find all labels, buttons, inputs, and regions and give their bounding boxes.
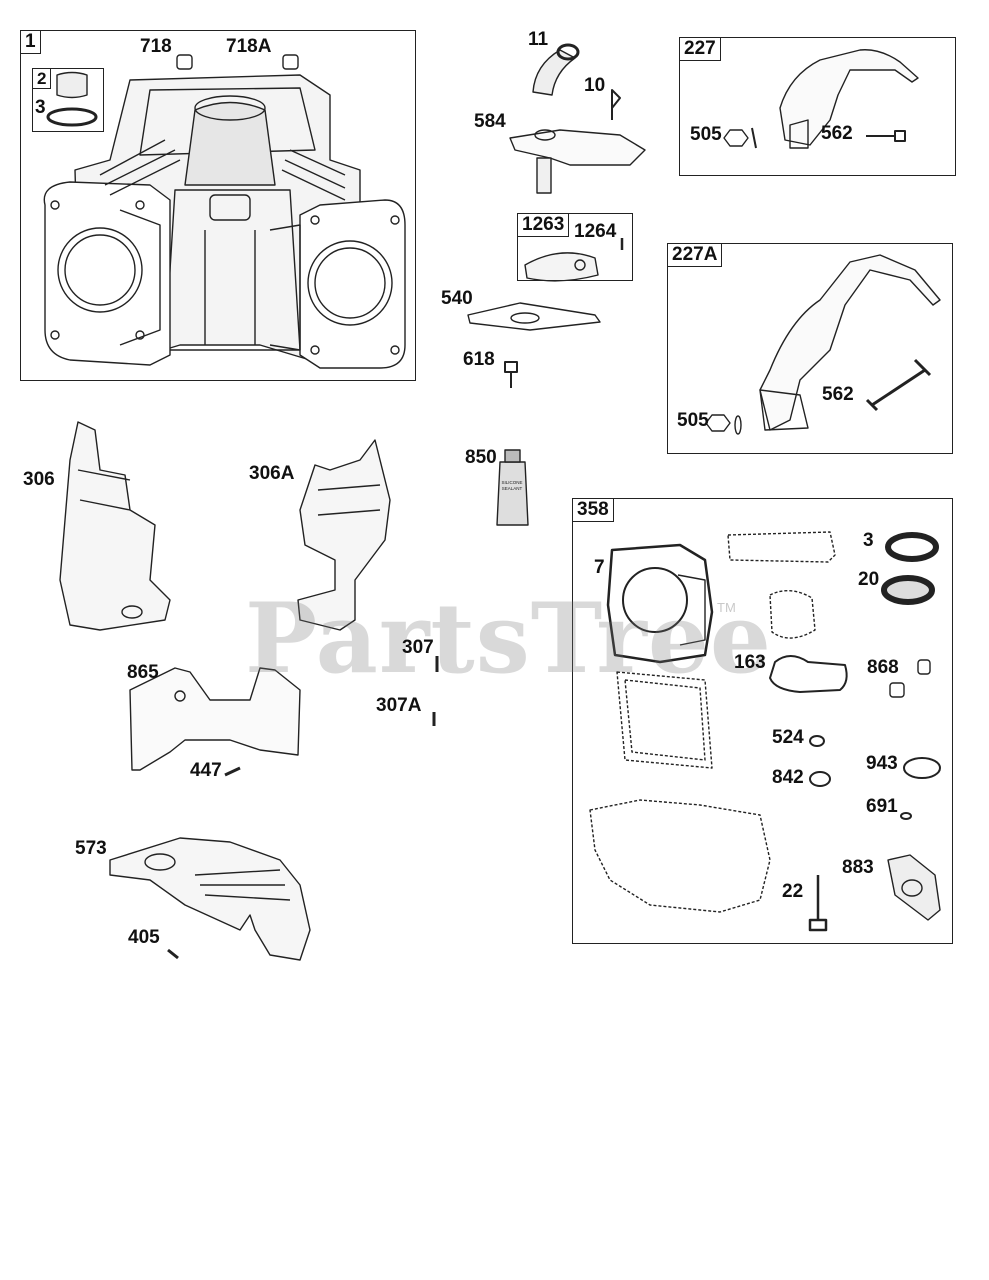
part-618-screw [504, 361, 518, 388]
callout-718a: 718A [226, 36, 272, 57]
callout-306: 306 [23, 469, 55, 490]
callout-306a: 306A [249, 463, 295, 484]
group-frame-227 [679, 37, 956, 176]
part-850-tube [496, 461, 529, 526]
part-227-bracket [779, 49, 919, 146]
callout-718: 718 [140, 36, 172, 57]
callout-20: 20 [858, 569, 880, 590]
callout-505-group227: 505 [690, 124, 722, 145]
callout-7: 7 [594, 557, 605, 578]
callout-850: 850 [465, 447, 497, 468]
callout-842: 842 [772, 767, 804, 788]
group-frame-1 [20, 30, 416, 381]
callout-3-group358: 3 [863, 530, 874, 551]
callout-691: 691 [866, 796, 898, 817]
group-tag-358: 358 [572, 498, 614, 522]
tube-label-line2: SEALANT [502, 486, 523, 491]
group-tag-2: 2 [32, 68, 52, 89]
callout-1264: 1264 [574, 221, 617, 242]
callout-584: 584 [474, 111, 506, 132]
part-405-screw [167, 948, 179, 960]
crankcase-part [43, 74, 406, 369]
callout-540: 540 [441, 288, 473, 309]
watermark: PartsTree [245, 582, 772, 695]
part-584-plate [509, 129, 646, 166]
callout-562-group227: 562 [821, 123, 853, 144]
callout-22: 22 [782, 881, 804, 902]
callout-10: 10 [584, 75, 606, 96]
callout-307a: 307A [376, 695, 422, 716]
part-865-baffle [129, 667, 301, 771]
callout-3-group2: 3 [35, 97, 46, 118]
part-573-cover [109, 837, 311, 961]
part-2-bushing [56, 71, 88, 99]
callout-868: 868 [867, 657, 899, 678]
part-227a-bracket [759, 254, 941, 431]
part-505-nut-b [705, 414, 731, 432]
part-306a-shroud [297, 439, 391, 631]
callout-163: 163 [734, 652, 766, 673]
callout-505-group227a: 505 [677, 410, 709, 431]
group-frame-227a [667, 243, 953, 454]
part-540-gasket [467, 302, 601, 331]
callout-573: 573 [75, 838, 107, 859]
group-frame-1263 [517, 213, 633, 281]
part-505-nut-a [723, 129, 749, 147]
watermark-tm: TM [717, 600, 736, 615]
part-10-screw [611, 89, 621, 120]
part-562-bolt-a [866, 130, 906, 142]
group-tag-227: 227 [679, 37, 721, 61]
part-447-screw [224, 766, 241, 777]
group-tag-227a: 227A [667, 243, 723, 267]
part-306-shroud [59, 421, 171, 631]
callout-524: 524 [772, 727, 804, 748]
callout-883: 883 [842, 857, 874, 878]
callout-865: 865 [127, 662, 159, 683]
callout-307: 307 [402, 637, 434, 658]
part-11-elbow [532, 49, 576, 96]
callout-447: 447 [190, 760, 222, 781]
group-frame-2 [32, 68, 104, 132]
group-frame-358 [572, 498, 953, 944]
part-562-bolt-b [865, 358, 932, 412]
callout-405: 405 [128, 927, 160, 948]
callout-943: 943 [866, 753, 898, 774]
part-718a-sleeve [282, 54, 299, 70]
callout-562-group227a: 562 [822, 384, 854, 405]
gasket-set-parts [589, 531, 941, 932]
part-718-sleeve [176, 54, 193, 70]
callout-11: 11 [528, 29, 549, 50]
group-tag-1: 1 [20, 30, 41, 54]
group-tag-1263: 1263 [517, 213, 570, 237]
part-3-seal [46, 107, 98, 127]
callout-618: 618 [463, 349, 495, 370]
tube-label-line1: SILICONE [501, 480, 522, 485]
